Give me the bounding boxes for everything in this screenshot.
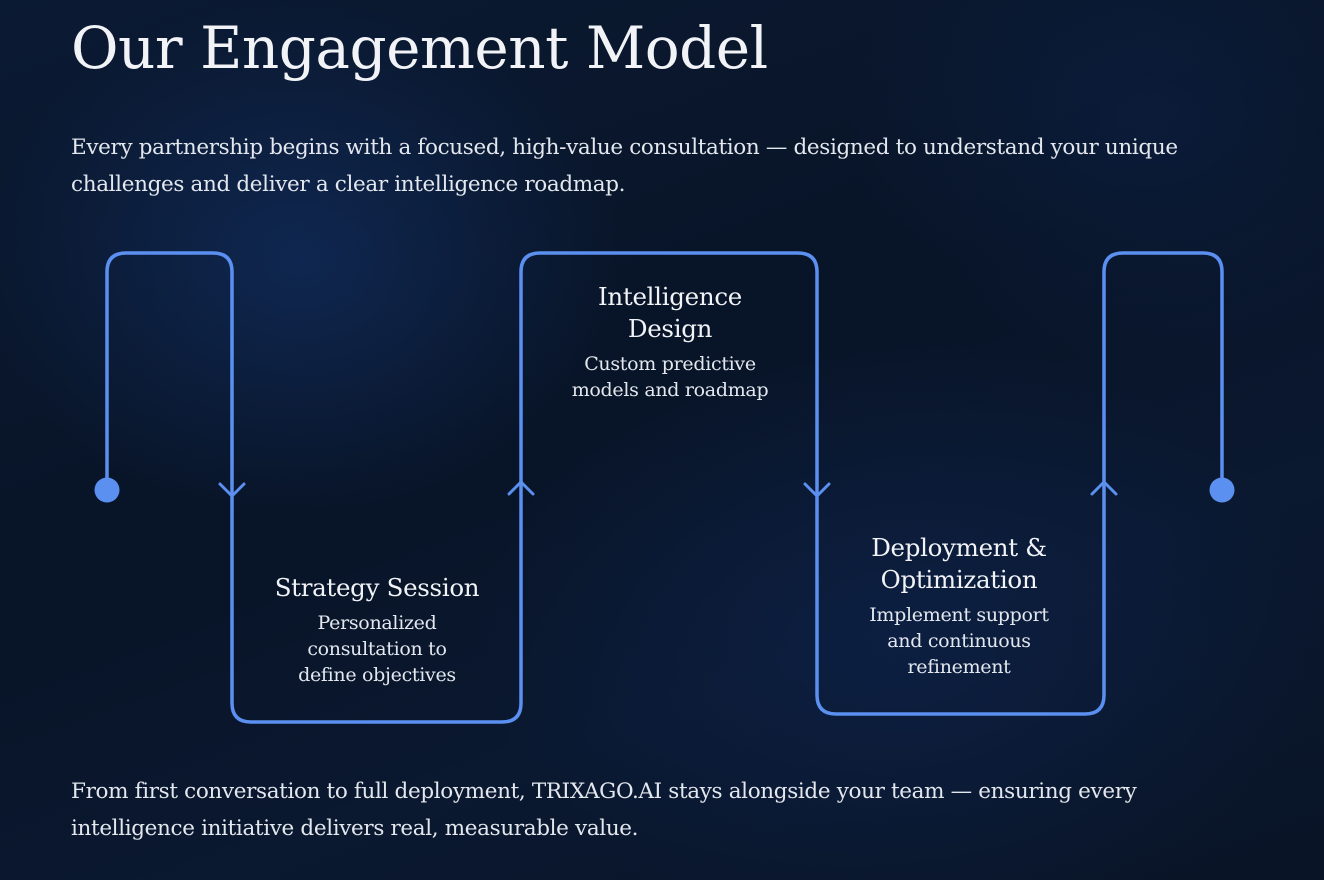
step-deployment-optimization: Deployment & Optimization Implement supp… [844,532,1074,680]
step-description: Custom predictive models and roadmap [571,353,769,401]
arrow-down-icon [803,482,831,498]
intro-paragraph: Every partnership begins with a focused,… [71,135,1178,197]
arrow-up-icon [507,480,535,496]
step-title: Strategy Session [274,573,480,602]
step-description: Personalized consultation to define obje… [298,612,456,686]
arrow-up-icon [1090,480,1118,496]
step-description: Implement support and continuous refinem… [869,604,1049,678]
flow-path [105,251,1224,724]
step-title: Intelligence Design [598,282,742,343]
step-strategy-session: Strategy Session Personalized consultati… [264,572,490,688]
arrow-down-icon [218,482,246,498]
step-intelligence-design: Intelligence Design Custom predictive mo… [555,281,785,403]
step-title: Deployment & Optimization [871,533,1047,594]
flow-end-dot-icon [1209,477,1235,503]
outro-paragraph: From first conversation to full deployme… [71,779,1137,841]
flow-start-dot-icon [94,477,120,503]
page-title: Our Engagement Model [71,14,768,82]
